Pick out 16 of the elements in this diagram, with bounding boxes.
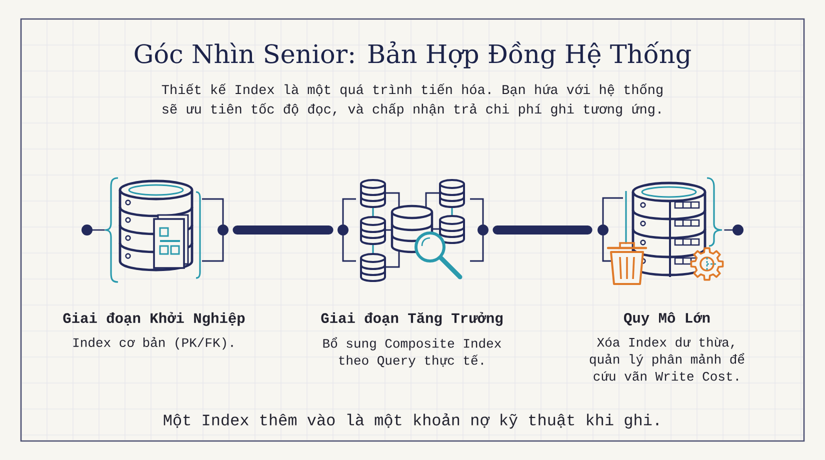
stage-heading: Giai đoạn Khởi Nghiệp xyxy=(63,312,245,326)
database-icon xyxy=(104,177,228,283)
stage-description: Bổ sung Composite Index theo Query thực tế. xyxy=(323,337,502,368)
footer-note: Một Index thêm vào là một khoản nợ kỹ thuật khi ghi. xyxy=(164,413,658,429)
title: Góc Nhìn Senior: Bản Hợp Đồng Hệ Thống xyxy=(134,41,691,69)
stage-description: Index cơ bản (PK/FK). xyxy=(73,337,233,350)
database-network-icon xyxy=(338,179,488,282)
stage-heading: Quy Mô Lớn xyxy=(624,312,710,326)
stage-description: Xóa Index dư thừa, quản lý phân mảnh để cứu vãn Write Cost. xyxy=(590,337,744,381)
connector-bar xyxy=(492,226,592,234)
database-trash-gear-icon xyxy=(598,177,724,285)
connector-line xyxy=(82,224,105,236)
connector-bar xyxy=(232,226,334,234)
connector-line xyxy=(724,224,744,236)
stage-heading: Giai đoạn Tăng Trưởng xyxy=(321,312,503,326)
subtitle-text: Thiết kế Index là một quá trình tiến hóa. Bạn hứa với hệ thống sẽ ưu tiên tốc độ đọc, và chấp nhận trả chi phí ghi tương ứng. xyxy=(162,84,662,116)
